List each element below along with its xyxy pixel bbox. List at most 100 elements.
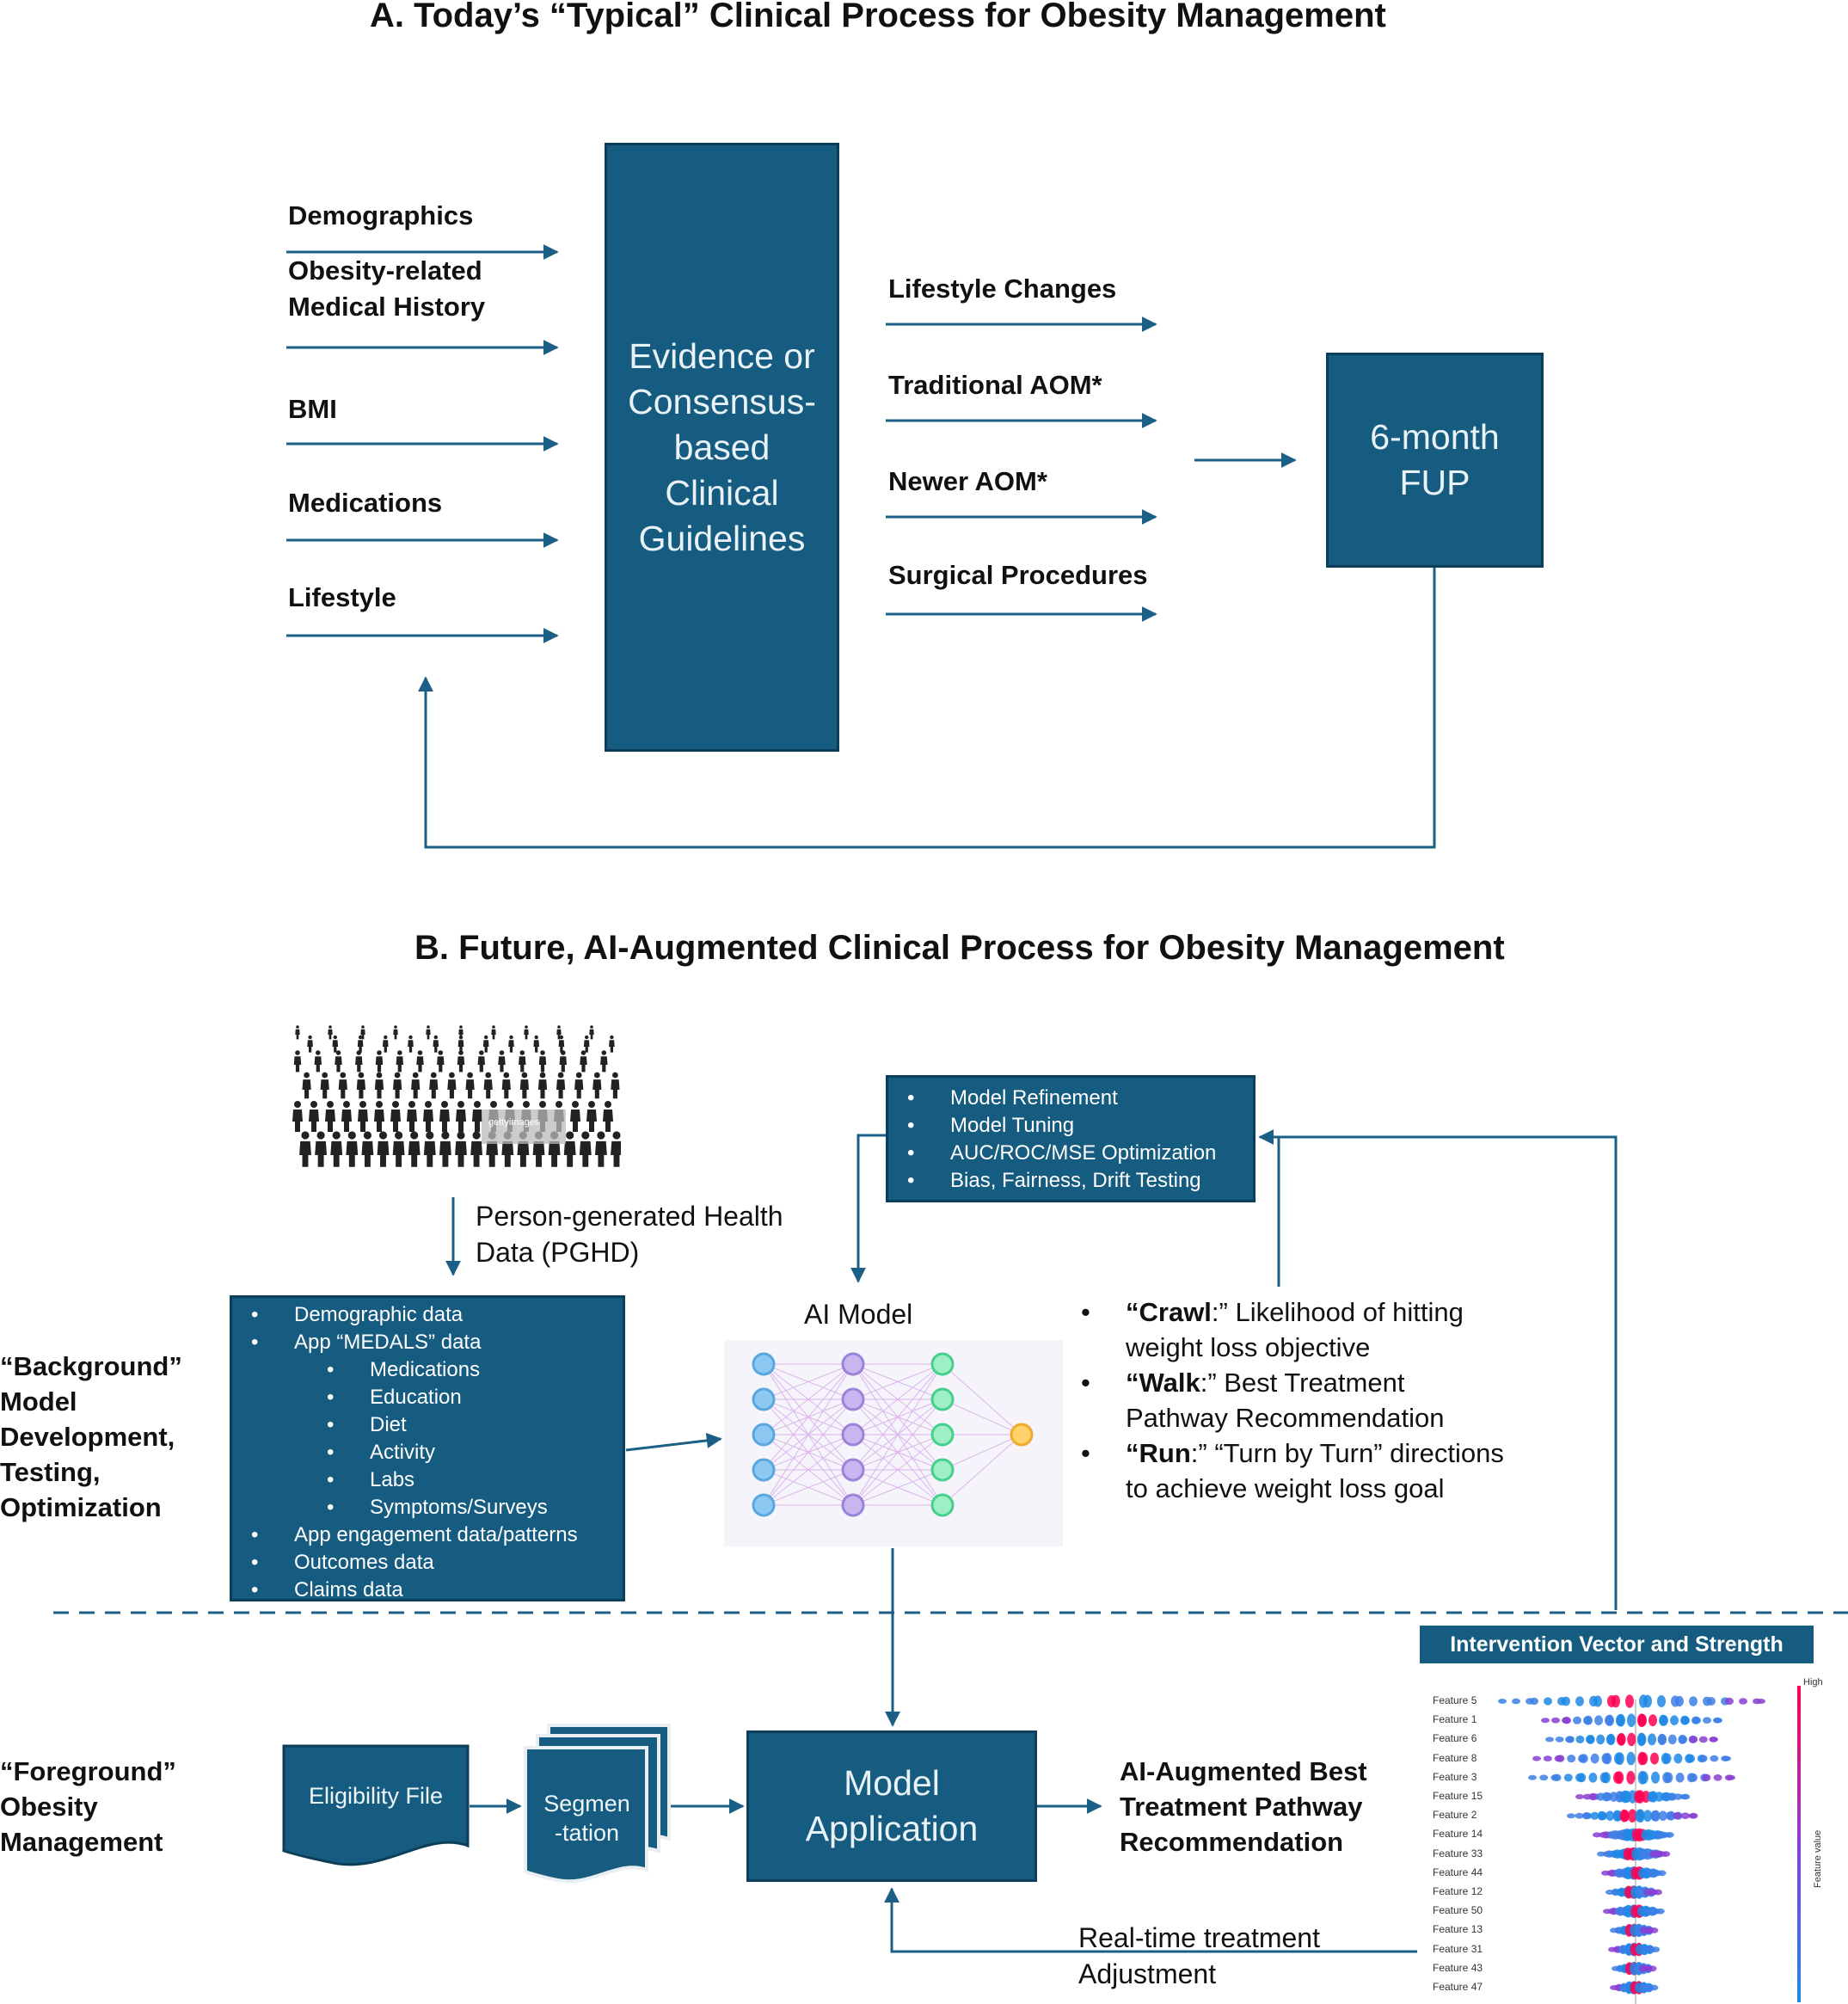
shap-point [1606,1733,1616,1745]
shap-point [1544,1697,1552,1706]
shap-point [1619,1809,1629,1823]
person-icon [307,1035,313,1053]
shap-point [1680,1812,1690,1819]
shap-point [1601,1831,1611,1839]
arrow-refine-to-model [850,1134,886,1283]
data-source-item: Labs [232,1466,623,1494]
shap-point [1652,1909,1661,1915]
data-source-item: Outcomes data [232,1549,623,1577]
person-icon [377,1131,390,1167]
person-icon [341,1101,352,1132]
shap-point [1567,1755,1576,1763]
shap-point [1556,1755,1565,1762]
person-icon [416,1050,424,1073]
guidelines-box-label: Evidence or Consensus-based Clinical Gui… [628,335,816,558]
shap-point [1654,1870,1662,1876]
shap-point [1593,1695,1602,1707]
person-icon [314,1050,322,1073]
shap-point [1698,1755,1708,1762]
shap-point [1658,1734,1667,1745]
shap-point [1539,1774,1549,1781]
shap-feature-label: Feature 43 [1433,1961,1483,1974]
nn-node [930,1458,955,1482]
data-source-item: App engagement data/patterns [232,1521,623,1549]
person-icon [292,1101,303,1132]
person-icon [374,1072,384,1099]
shap-point [1661,1792,1669,1801]
shap-point [1611,1830,1620,1840]
guidelines-box: Evidence or Consensus-based Clinical Gui… [605,143,839,752]
shap-point [1637,1733,1647,1746]
shap-feature-label: Feature 50 [1433,1904,1483,1917]
shap-point [1673,1753,1683,1764]
shap-feature-label: Feature 5 [1433,1694,1477,1706]
shap-point [1612,1694,1620,1708]
shap-point [1673,1812,1682,1820]
output-surgical-procedures: Surgical Procedures [888,560,1148,590]
shap-point [1634,1790,1643,1804]
fup-box-label: 6-month FUP [1370,417,1500,502]
shap-point [1626,1751,1636,1766]
person-icon [508,1035,514,1053]
person-icon [299,1131,311,1167]
shap-point [1601,1792,1611,1802]
person-icon [356,1072,365,1099]
nn-node [752,1493,776,1517]
shap-point [1615,1771,1624,1785]
person-icon [609,1035,615,1053]
person-icon [358,1101,368,1132]
background-label: “Background” Model Development, Testing,… [0,1351,182,1522]
nn-node [1010,1423,1034,1447]
shap-point [1666,1792,1675,1801]
shap-point [1689,1773,1698,1782]
nn-edge [763,1363,854,1435]
shap-point [1679,1794,1688,1799]
person-icon [524,1025,529,1040]
shap-point [1498,1699,1507,1704]
shap-point [1579,1754,1588,1763]
nn-edge [852,1363,943,1435]
shap-point [1658,1851,1667,1857]
shap-point [1617,1713,1625,1727]
shap-point [1552,1773,1562,1781]
shap-point [1662,1753,1672,1764]
shap-feature-label: Feature 33 [1433,1847,1483,1860]
nn-edge [763,1398,854,1506]
shap-point [1648,1733,1656,1746]
shap-point [1639,1848,1648,1860]
shap-point [1631,1847,1641,1860]
person-icon [439,1131,451,1167]
shap-point [1605,1714,1614,1726]
nn-node [841,1423,865,1447]
person-icon [556,1072,566,1099]
data-sources-list: Demographic dataApp “MEDALS” dataMedicat… [232,1301,623,1604]
person-icon [433,1035,439,1053]
person-icon [328,1025,333,1040]
data-source-item: Demographic data [232,1301,623,1329]
shap-point [1541,1718,1550,1724]
nn-edge [942,1434,1022,1506]
person-icon [482,1035,489,1053]
shap-point [1563,1717,1571,1724]
shap-point [1512,1698,1520,1705]
data-source-item: Claims data [232,1577,623,1604]
shap-point [1588,1792,1598,1801]
shap-feature-label: Feature 14 [1433,1828,1483,1841]
person-icon [309,1101,319,1132]
person-icon [447,1072,457,1099]
person-icon [407,1101,417,1132]
person-icon [383,1035,389,1053]
shap-point [1626,1771,1636,1785]
shap-point [1649,1890,1658,1895]
person-icon [570,1101,580,1132]
eligibility-file-shape [282,1744,470,1866]
shap-point [1710,1755,1719,1762]
person-icon [583,1035,590,1053]
shap-point [1528,1774,1537,1780]
shap-point [1565,1736,1575,1743]
nn-edge [763,1363,854,1506]
input-medical-history: Obesity-related Medical History [288,255,486,322]
shap-point [1688,1813,1697,1819]
shap-point [1727,1774,1735,1780]
data-source-item: Diet [232,1411,623,1439]
